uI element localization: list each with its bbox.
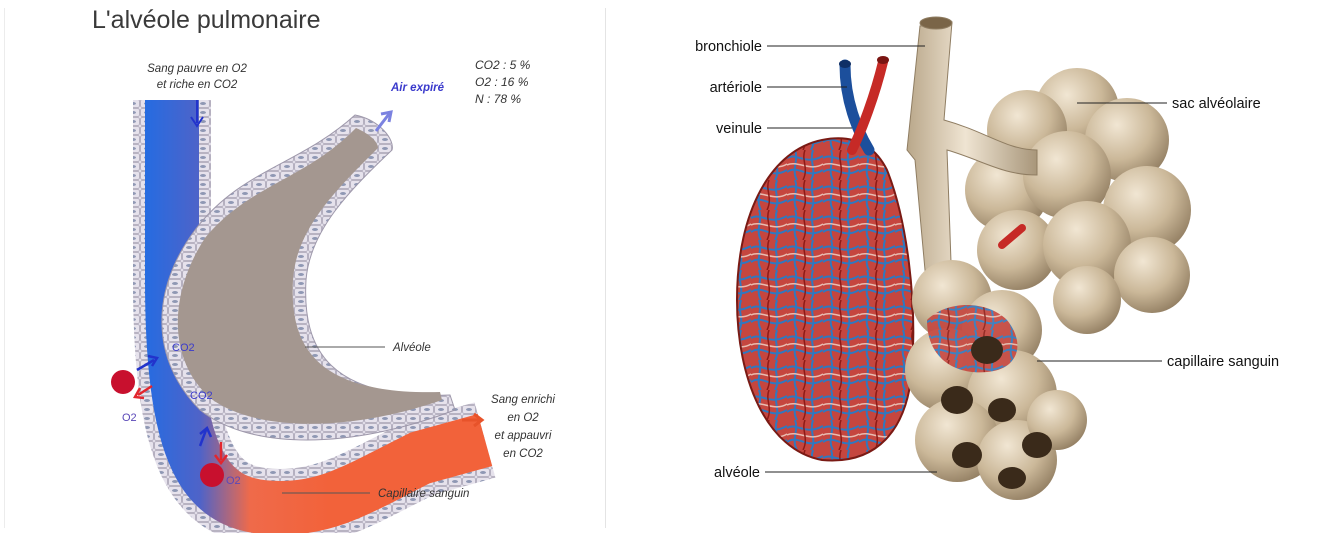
alveole-right-label: alvéole (714, 465, 760, 481)
venule-opening (839, 60, 851, 68)
composition-co2: CO2 : 5 % (475, 58, 531, 72)
composition-o2: O2 : 16 % (475, 75, 529, 89)
capillaire-sanguin-label: capillaire sanguin (1167, 354, 1279, 370)
blood-in-caption-line2: et riche en CO2 (157, 79, 238, 91)
co2-label-upper: CO2 (172, 342, 195, 354)
diagram-title: L'alvéole pulmonaire (92, 6, 321, 34)
veinule-label: veinule (716, 121, 762, 137)
blood-out-caption-line3: et appauvri (495, 430, 552, 442)
co2-label-lower: CO2 (190, 390, 213, 402)
capillary-label: Capillaire sanguin (378, 488, 469, 500)
blood-out-caption-line1: Sang enrichi (491, 394, 555, 406)
red-blood-cell (200, 463, 224, 487)
blood-in-caption-line1: Sang pauvre en O2 (147, 63, 247, 75)
bronchiole-label: bronchiole (695, 39, 762, 55)
red-blood-cell (111, 370, 135, 394)
sac-alveolaire-label: sac alvéolaire (1172, 96, 1261, 112)
o2-label-bottom: O2 (226, 475, 241, 487)
panel-divider (605, 8, 606, 528)
arteriole-opening (877, 56, 889, 64)
air-out-label: Air expiré (390, 82, 445, 94)
composition-n: N : 78 % (475, 92, 521, 106)
alveolus-air-space (178, 128, 442, 424)
bronchiole-opening (920, 17, 952, 29)
blood-out-caption-line4: en CO2 (503, 448, 543, 460)
alveolus-schematic-panel: L'alvéole pulmonaire Sang pauvre en O2 e… (0, 0, 606, 533)
alveolar-sac-illustration: bronchiole artériole veinule sac alvéola… (607, 0, 1327, 533)
arteriole-label: artériole (710, 80, 762, 96)
blood-out-caption-line2: en O2 (507, 412, 539, 424)
alveolar-sac-illustration-panel: bronchiole artériole veinule sac alvéola… (607, 0, 1327, 533)
o2-label-left: O2 (122, 412, 137, 424)
vascular-network (737, 138, 913, 460)
alveole-label: Alvéole (392, 342, 431, 354)
alveolus-schematic: L'alvéole pulmonaire Sang pauvre en O2 e… (0, 0, 606, 533)
